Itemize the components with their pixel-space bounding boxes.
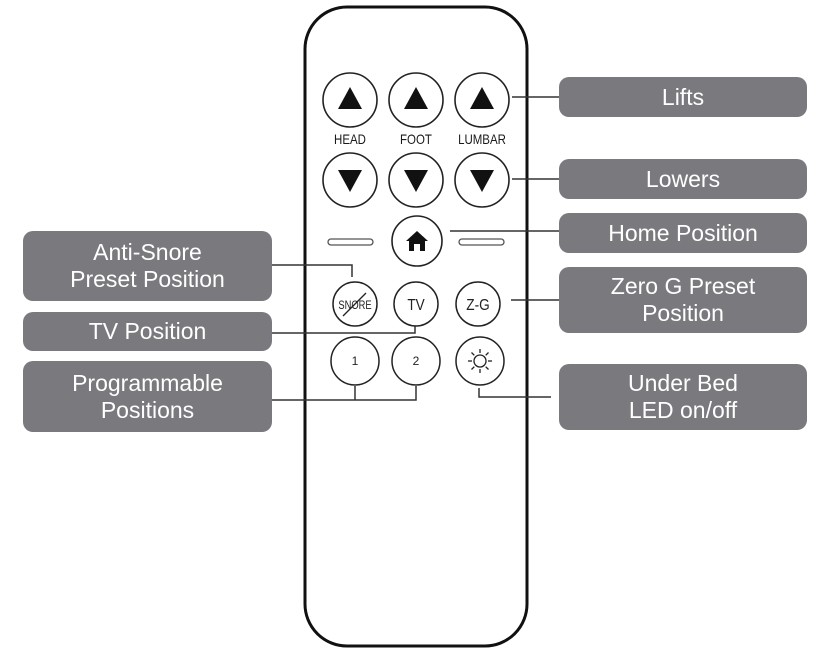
foot-label: FOOT xyxy=(400,131,432,147)
tv-button[interactable]: TV xyxy=(393,281,439,327)
head-up-button[interactable] xyxy=(322,72,378,128)
up-triangle-icon xyxy=(470,87,494,109)
indicator-light-left xyxy=(327,238,374,246)
tv-label: TV xyxy=(407,297,424,314)
lumbar-label: LUMBAR xyxy=(458,131,506,147)
home-button[interactable] xyxy=(391,215,443,267)
foot-down-button[interactable] xyxy=(388,152,444,208)
callout-lowers: Lowers xyxy=(559,159,807,199)
callout-home-position: Home Position xyxy=(559,213,807,253)
callout-tv-position: TV Position xyxy=(23,312,272,351)
foot-up-button[interactable] xyxy=(388,72,444,128)
leader-led xyxy=(478,388,551,398)
callout-anti-snore: Anti-Snore Preset Position xyxy=(23,231,272,301)
down-triangle-icon xyxy=(338,170,362,192)
preset-1-label: 1 xyxy=(352,354,359,368)
sun-icon xyxy=(468,349,492,373)
strikethrough-slash xyxy=(342,292,367,317)
callout-lifts: Lifts xyxy=(559,77,807,117)
leader-anti-snore xyxy=(272,264,353,277)
up-triangle-icon xyxy=(338,87,362,109)
down-triangle-icon xyxy=(404,170,428,192)
preset-2-button[interactable]: 2 xyxy=(391,336,441,386)
callout-programmable: Programmable Positions xyxy=(23,361,272,432)
down-triangle-icon xyxy=(470,170,494,192)
callout-under-bed-led: Under Bed LED on/off xyxy=(559,364,807,430)
zero-g-button[interactable]: Z-G xyxy=(455,281,501,327)
indicator-light-right xyxy=(458,238,505,246)
snore-label: SNORE xyxy=(338,299,371,312)
lumbar-down-button[interactable] xyxy=(454,152,510,208)
home-icon xyxy=(406,231,428,251)
lumbar-up-button[interactable] xyxy=(454,72,510,128)
zero-g-label: Z-G xyxy=(466,297,489,314)
leader-programmable xyxy=(272,386,417,401)
anti-snore-button[interactable]: SNORE xyxy=(332,281,378,327)
leader-lines xyxy=(272,96,559,401)
up-triangle-icon xyxy=(404,87,428,109)
preset-2-label: 2 xyxy=(413,354,420,368)
head-label: HEAD xyxy=(334,131,366,147)
preset-1-button[interactable]: 1 xyxy=(330,336,380,386)
under-bed-led-button[interactable] xyxy=(455,336,505,386)
callout-zero-g: Zero G Preset Position xyxy=(559,267,807,333)
leader-tv xyxy=(272,326,416,334)
head-down-button[interactable] xyxy=(322,152,378,208)
